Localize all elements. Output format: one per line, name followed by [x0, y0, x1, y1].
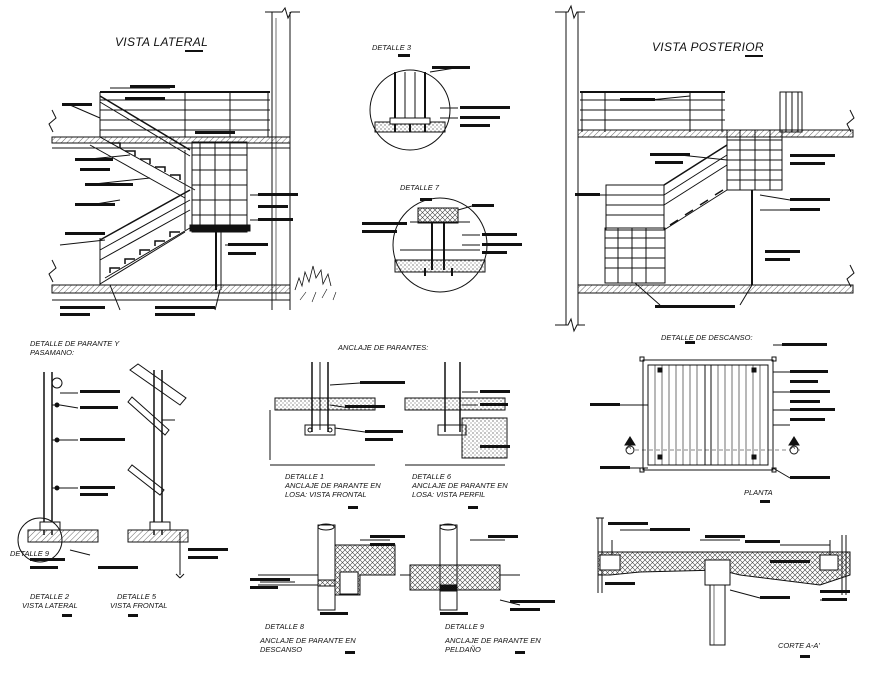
detalle-1-label-line3: LOSA: VISTA FRONTAL [285, 490, 367, 499]
detalle-9b-label-line3: PELDAÑO [445, 645, 481, 654]
posterior-annotation-blocks [575, 98, 835, 308]
planta-label: PLANTA [744, 488, 773, 497]
anclaje-parantes-title: ANCLAJE DE PARANTES: [338, 343, 429, 352]
detalle-parante-annotation-blocks [30, 390, 228, 617]
vista-lateral-drawing [48, 6, 337, 311]
detalle-5-label-line2: VISTA FRONTAL [110, 601, 168, 610]
section-mark-right: A [791, 445, 796, 451]
detalle-parante-title-line2: PASAMANO: [30, 348, 75, 357]
detalle-9-mark: DETALLE 9 [10, 549, 50, 558]
corte-annotation-blocks [605, 522, 850, 658]
descanso-annotation-blocks [590, 341, 835, 503]
detalle-7-drawing [392, 197, 488, 293]
detalle-8-9-annotation-blocks [250, 535, 555, 654]
detalle-7-title: DETALLE 7 [400, 183, 440, 192]
vista-posterior-underline [745, 55, 763, 57]
detalle-5-label-line1: DETALLE 5 [117, 592, 157, 601]
detalle-descanso-title: DETALLE DE DESCANSO: [661, 333, 753, 342]
vista-lateral-underline [185, 50, 203, 52]
descanso-planta-drawing [620, 344, 800, 479]
detalle-3-title: DETALLE 3 [372, 43, 412, 52]
vista-posterior-drawing [555, 4, 855, 333]
detalle-7-annotation-blocks [362, 198, 522, 254]
detalle-9b-label-line2: ANCLAJE DE PARANTE EN [445, 636, 541, 645]
detalle-8-label-line2: ANCLAJE DE PARANTE EN [260, 636, 356, 645]
anclaje-drawing [269, 362, 508, 466]
detalle-1-label-line2: ANCLAJE DE PARANTE EN [285, 481, 381, 490]
detalle-8-label-line3: DESCANSO [260, 645, 303, 654]
detalle-3-drawing [369, 67, 458, 151]
detalle-2-label-line1: DETALLE 2 [30, 592, 70, 601]
detalle-2-label-line2: VISTA LATERAL [22, 601, 78, 610]
lateral-annotation-blocks [60, 85, 298, 316]
detalle-3-annotation-blocks [398, 54, 510, 127]
vista-lateral-title: VISTA LATERAL [115, 35, 209, 49]
detalle-8-label-line1: DETALLE 8 [265, 622, 305, 631]
corte-label: CORTE A-A' [778, 641, 820, 650]
section-mark-left: A [627, 445, 632, 451]
detalle-parante-drawing [17, 363, 189, 579]
detalle-6-label-line2: ANCLAJE DE PARANTE EN [412, 481, 508, 490]
detalle-6-label-line1: DETALLE 6 [412, 472, 452, 481]
detalle-1-label-line1: DETALLE 1 [285, 472, 325, 481]
anclaje-annotation-blocks [345, 381, 510, 509]
detalle-9b-label-line1: DETALLE 9 [445, 622, 485, 631]
vista-posterior-title: VISTA POSTERIOR [652, 40, 764, 54]
detalle-8-9-drawing [258, 523, 521, 611]
detalle-6-label-line3: LOSA: VISTA PERFIL [412, 490, 486, 499]
detalle-parante-title-line1: DETALLE DE PARANTE Y [30, 339, 120, 348]
